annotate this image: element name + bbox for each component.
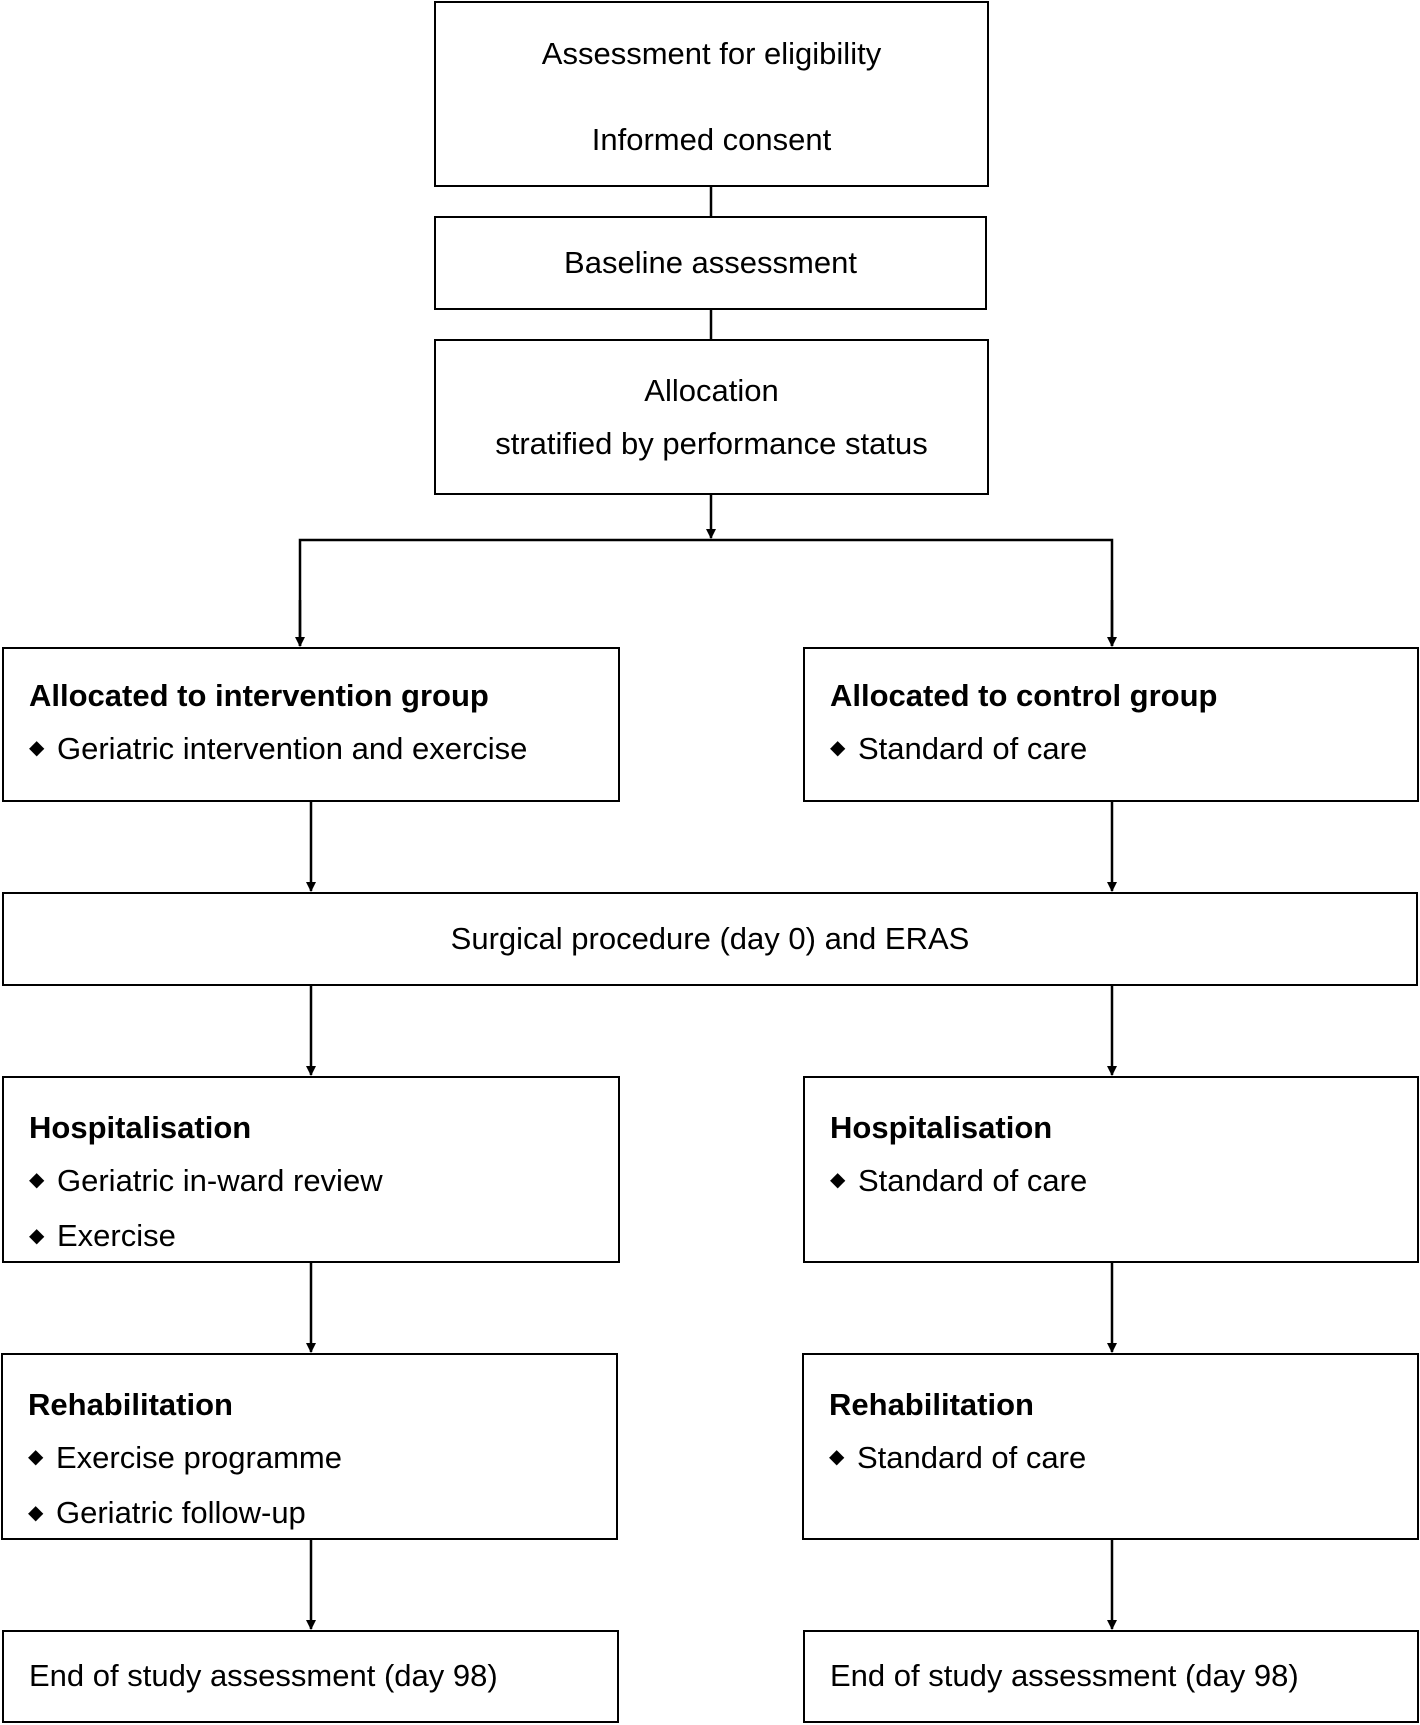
control-end-of-study-text: End of study assessment (day 98): [830, 1658, 1299, 1693]
control-allocated-heading: Allocated to control group: [830, 678, 1218, 713]
intervention-hospitalisation-heading: Hospitalisation: [29, 1110, 252, 1145]
control-hospitalisation-heading: Hospitalisation: [830, 1110, 1053, 1145]
allocation-subtitle: stratified by performance status: [495, 426, 928, 461]
diamond-bullet-icon: ◆: [829, 1446, 845, 1469]
diamond-bullet-icon: ◆: [29, 1169, 45, 1192]
intervention-end-of-study-box: End of study assessment (day 98): [2, 1630, 619, 1723]
diamond-bullet-icon: ◆: [830, 737, 846, 760]
intervention-allocated-item: ◆ Geriatric intervention and exercise: [29, 722, 618, 777]
control-rehabilitation-heading: Rehabilitation: [829, 1387, 1034, 1422]
allocation-box: Allocation stratified by performance sta…: [434, 339, 989, 495]
intervention-rehabilitation-heading: Rehabilitation: [28, 1387, 233, 1422]
control-rehabilitation-item-text: Standard of care: [857, 1440, 1087, 1475]
intervention-hospitalisation-box: Hospitalisation ◆ Geriatric in-ward revie…: [2, 1076, 620, 1263]
intervention-rehabilitation-item: ◆ Exercise programme: [28, 1431, 616, 1486]
diamond-bullet-icon: ◆: [29, 1224, 45, 1247]
diamond-bullet-icon: ◆: [28, 1446, 44, 1469]
intervention-allocated-item-text: Geriatric intervention and exercise: [57, 731, 528, 766]
intervention-rehabilitation-box: Rehabilitation ◆ Exercise programme ◆ Geri…: [1, 1353, 618, 1540]
control-allocated-box: Allocated to control group ◆ Standard of …: [803, 647, 1419, 802]
surgical-procedure-text: Surgical procedure (day 0) and ERAS: [450, 921, 970, 956]
intervention-rehabilitation-item-text: Geriatric follow-up: [56, 1495, 306, 1531]
intervention-hospitalisation-item-text: Exercise: [57, 1218, 176, 1254]
informed-consent-text: Informed consent: [591, 122, 832, 157]
eligibility-box: Assessment for eligibility Informed cons…: [434, 1, 989, 187]
control-end-of-study-box: End of study assessment (day 98): [803, 1630, 1419, 1723]
intervention-allocated-box: Allocated to intervention group ◆ Geriatr…: [2, 647, 620, 802]
diamond-bullet-icon: ◆: [28, 1501, 44, 1524]
control-hospitalisation-item-text: Standard of care: [858, 1163, 1088, 1198]
intervention-allocated-heading: Allocated to intervention group: [29, 678, 489, 713]
intervention-rehabilitation-item: ◆ Geriatric follow-up: [28, 1486, 616, 1541]
split-branch-line: [298, 538, 1114, 646]
diamond-bullet-icon: ◆: [830, 1169, 846, 1192]
intervention-hospitalisation-item: ◆ Geriatric in-ward review: [29, 1154, 618, 1209]
baseline-assessment-text: Baseline assessment: [564, 245, 857, 280]
control-allocated-item: ◆ Standard of care: [830, 722, 1417, 777]
control-rehabilitation-item: ◆ Standard of care: [829, 1431, 1417, 1486]
control-allocated-item-text: Standard of care: [858, 731, 1088, 766]
control-rehabilitation-box: Rehabilitation ◆ Standard of care: [802, 1353, 1419, 1540]
eligibility-assessment-text: Assessment for eligibility: [541, 36, 882, 71]
diamond-bullet-icon: ◆: [29, 737, 45, 760]
intervention-hospitalisation-item: ◆ Exercise: [29, 1209, 618, 1264]
intervention-rehabilitation-item-text: Exercise programme: [56, 1440, 342, 1475]
intervention-hospitalisation-item-text: Geriatric in-ward review: [57, 1163, 383, 1198]
intervention-end-of-study-text: End of study assessment (day 98): [29, 1658, 498, 1693]
surgical-procedure-box: Surgical procedure (day 0) and ERAS: [2, 892, 1418, 986]
baseline-assessment-box: Baseline assessment: [434, 216, 987, 310]
control-hospitalisation-box: Hospitalisation ◆ Standard of care: [803, 1076, 1419, 1263]
control-hospitalisation-item: ◆ Standard of care: [830, 1154, 1417, 1209]
allocation-title: Allocation: [644, 373, 779, 408]
